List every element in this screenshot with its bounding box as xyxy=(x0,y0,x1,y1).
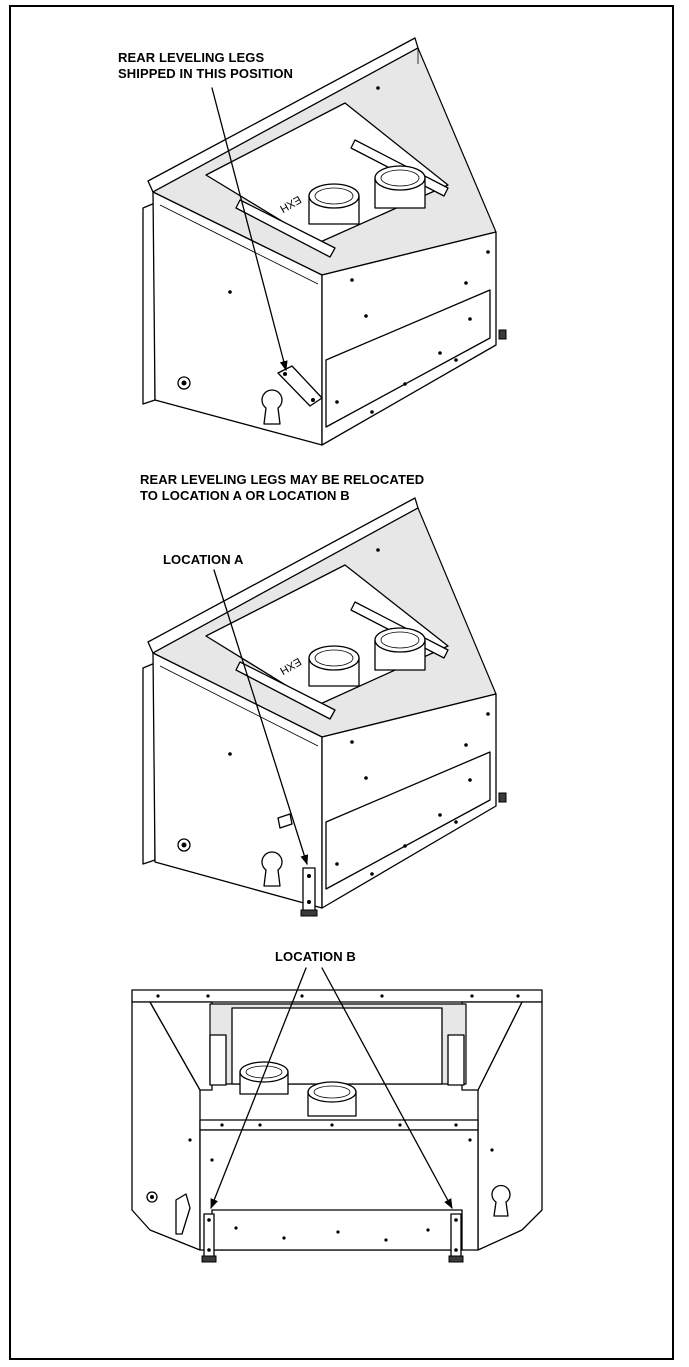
unit-view-location-a: EXH xyxy=(142,497,507,917)
leveling-leg-location-a xyxy=(300,867,318,917)
location-b-leader-arrow-left xyxy=(210,967,307,1209)
leveling-leg-location-b-left xyxy=(201,1213,217,1263)
location-a-label: LOCATION A xyxy=(163,552,244,567)
exhaust-collar-2 xyxy=(308,645,360,687)
unit-view-location-b xyxy=(131,967,543,1263)
exhaust-collar-1 xyxy=(308,183,360,225)
supply-collar-2 xyxy=(374,627,426,671)
figure-frame xyxy=(9,5,674,1360)
location-b-leader-arrow-right xyxy=(321,967,453,1209)
supply-collar-1 xyxy=(374,165,426,209)
leveling-leg-location-b-right xyxy=(448,1213,464,1263)
location-a-leader-arrow xyxy=(213,569,309,865)
shipped-leader-arrow xyxy=(211,87,288,371)
relocate-label-line2: TO LOCATION A OR LOCATION B xyxy=(140,488,350,503)
unit-view-shipped: EXH xyxy=(142,37,507,446)
supply-collar-3 xyxy=(307,1081,357,1117)
shipped-label-line1: REAR LEVELING LEGS xyxy=(118,50,265,65)
exhaust-collar-3 xyxy=(239,1061,289,1095)
shipped-label-line2: SHIPPED IN THIS POSITION xyxy=(118,66,294,81)
relocate-label-line1: REAR LEVELING LEGS MAY BE RELOCATED xyxy=(140,472,425,487)
location-b-label: LOCATION B xyxy=(275,949,356,964)
